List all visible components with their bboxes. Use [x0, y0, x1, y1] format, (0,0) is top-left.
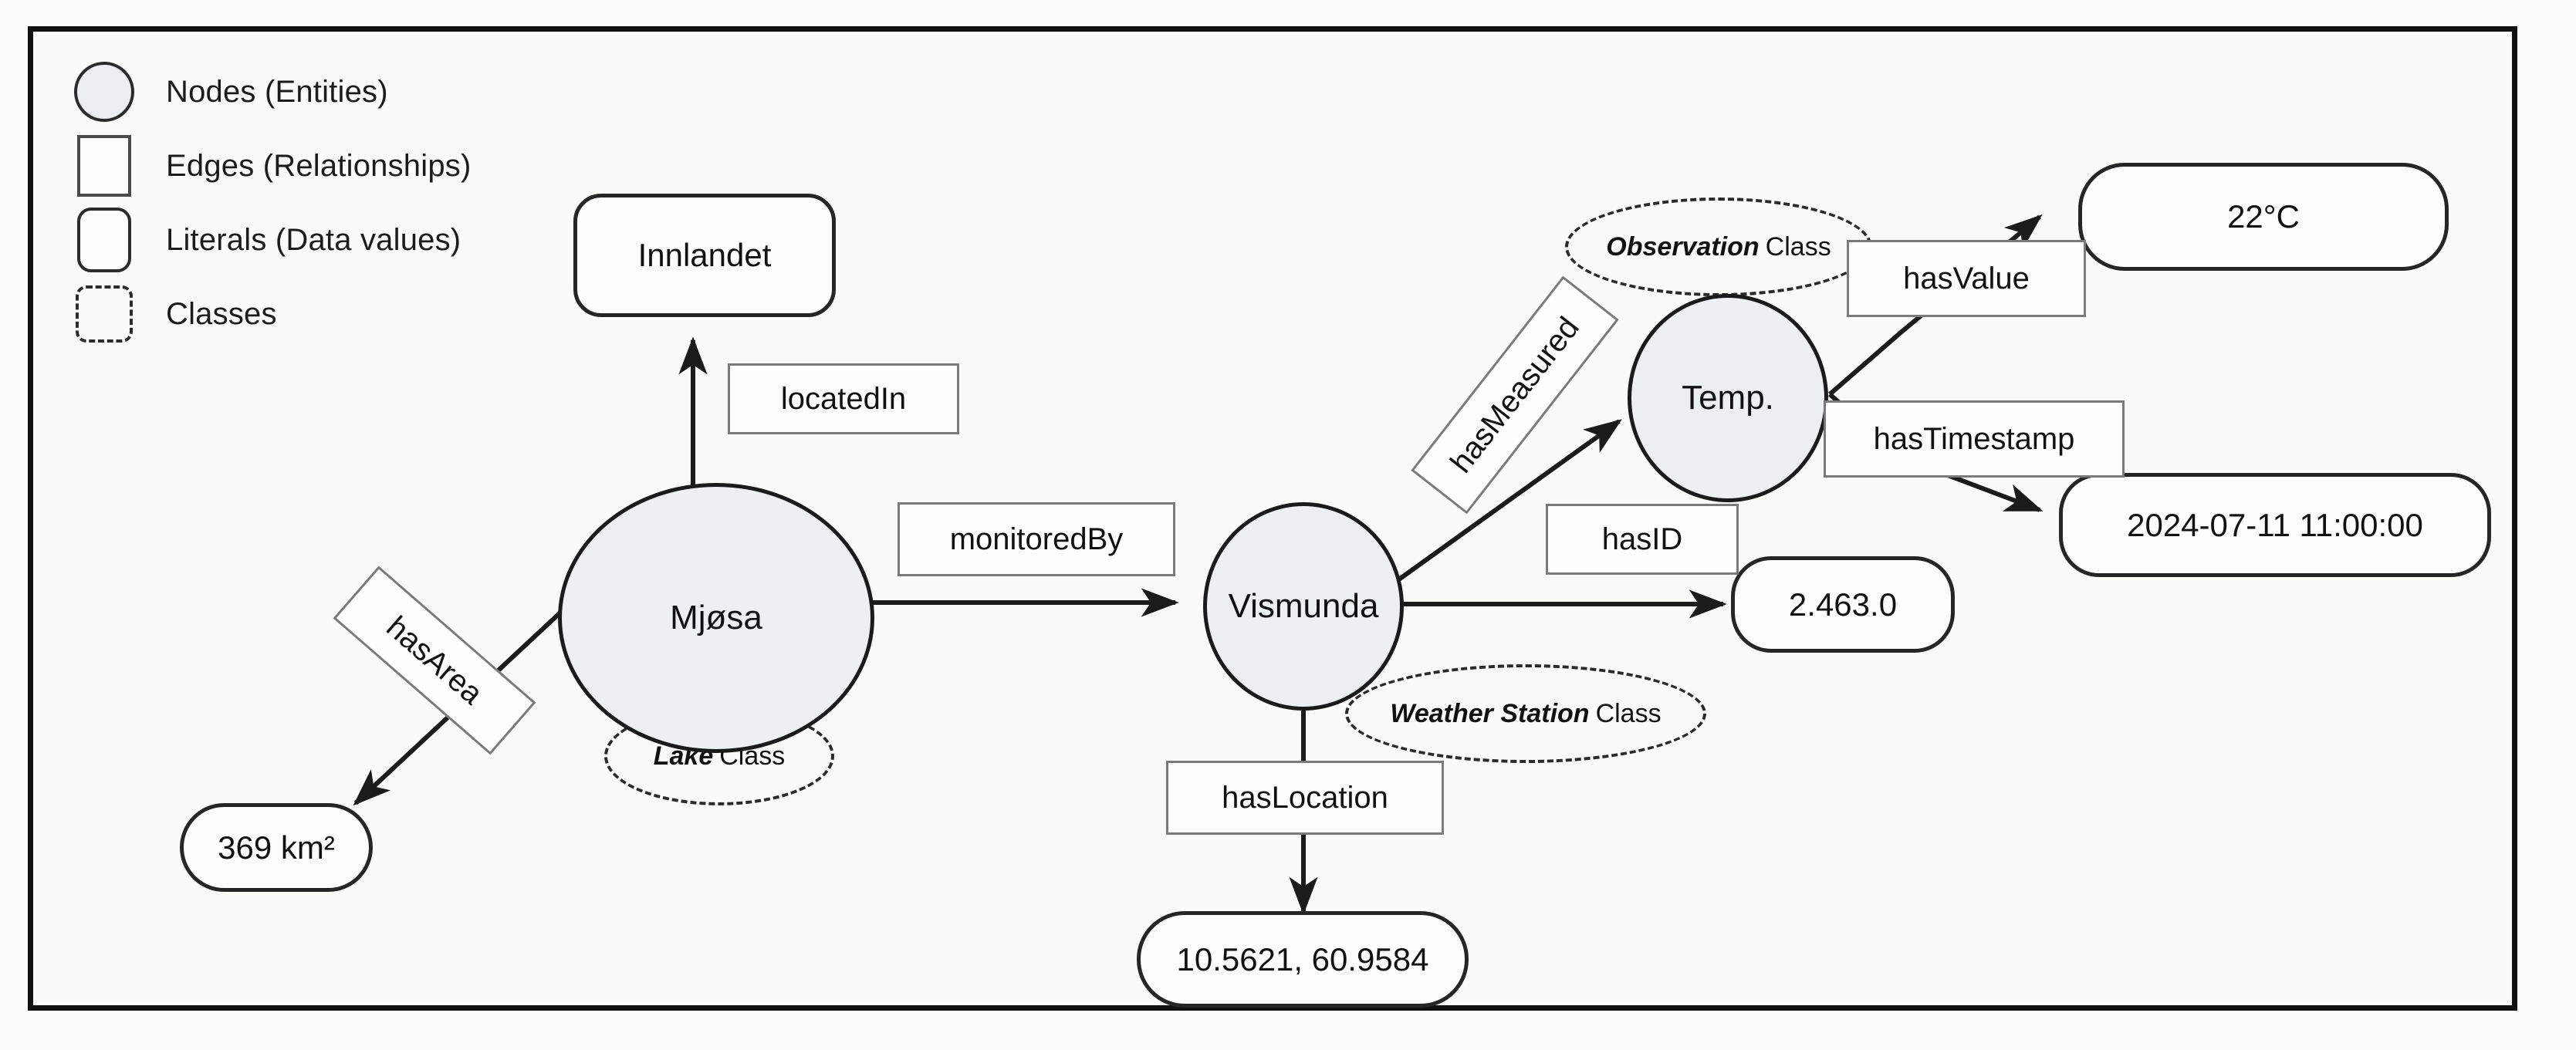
literal-value-area: 369 km² — [218, 829, 335, 866]
legend-label-literals: Literals (Data values) — [166, 222, 461, 257]
class-badge-observation: Observation Class — [1565, 198, 1872, 296]
literal-coords[interactable]: 10.5621, 60.9584 — [1137, 911, 1469, 1008]
node-mjosa[interactable]: Mjøsa — [558, 483, 874, 753]
node-label-vismunda: Vismunda — [1228, 587, 1379, 625]
legend: Nodes (Entities) Edges (Relationships) L… — [69, 55, 609, 351]
class-suffix-observation: Class — [1765, 231, 1831, 262]
legend-label-edges: Edges (Relationships) — [166, 148, 472, 183]
node-temp[interactable]: Temp. — [1628, 294, 1828, 502]
literal-temp-value[interactable]: 22°C — [2078, 163, 2449, 271]
literal-value-coords: 10.5621, 60.9584 — [1176, 940, 1429, 977]
edge-text-hasTimestamp: hasTimestamp — [1873, 421, 2075, 456]
literal-value-station-id: 2.463.0 — [1788, 586, 1898, 623]
node-vismunda[interactable]: Vismunda — [1203, 502, 1404, 711]
class-name-weather-station: Weather Station — [1390, 698, 1590, 728]
legend-item-literals: Literals (Data values) — [69, 203, 609, 277]
edge-text-locatedIn: locatedIn — [780, 381, 907, 416]
class-name-observation: Observation — [1606, 231, 1760, 262]
legend-item-edges: Edges (Relationships) — [69, 129, 609, 203]
diagram-frame: Nodes (Entities) Edges (Relationships) L… — [28, 26, 2517, 1011]
square-edge-icon — [69, 135, 140, 197]
node-label-temp: Temp. — [1682, 379, 1774, 417]
literal-value-temp: 22°C — [2227, 198, 2300, 235]
literal-area[interactable]: 369 km² — [180, 803, 373, 892]
legend-label-nodes: Nodes (Entities) — [166, 74, 388, 109]
edge-text-hasLocation: hasLocation — [1222, 780, 1388, 815]
edge-line-hasMeasured — [1371, 419, 1622, 601]
edge-label-hasTimestamp[interactable]: hasTimestamp — [1824, 400, 2125, 478]
edge-text-monitoredBy: monitoredBy — [949, 522, 1124, 556]
edge-label-hasID[interactable]: hasID — [1546, 504, 1739, 575]
edge-text-hasID: hasID — [1601, 522, 1683, 556]
edge-label-locatedIn[interactable]: locatedIn — [728, 363, 959, 434]
circle-node-icon — [69, 62, 140, 122]
legend-label-classes: Classes — [166, 296, 277, 331]
legend-item-classes: Classes — [69, 277, 609, 351]
literal-value-innlandet: Innlandet — [637, 237, 772, 273]
dashed-class-icon — [69, 285, 140, 343]
rounded-literal-icon — [69, 208, 140, 272]
class-suffix-weather-station: Class — [1595, 698, 1662, 728]
class-badge-weather-station: Weather Station Class — [1345, 664, 1706, 763]
literal-station-id[interactable]: 2.463.0 — [1731, 556, 1955, 653]
edge-text-hasValue: hasValue — [1903, 261, 2030, 295]
edge-label-hasLocation[interactable]: hasLocation — [1166, 761, 1444, 835]
literal-innlandet[interactable]: Innlandet — [573, 194, 836, 317]
literal-timestamp[interactable]: 2024-07-11 11:00:00 — [2059, 473, 2491, 577]
literal-value-timestamp: 2024-07-11 11:00:00 — [2127, 506, 2423, 543]
edge-label-monitoredBy[interactable]: monitoredBy — [898, 502, 1175, 576]
node-label-mjosa: Mjøsa — [670, 599, 762, 636]
legend-item-nodes: Nodes (Entities) — [69, 55, 609, 129]
edge-label-hasValue[interactable]: hasValue — [1847, 240, 2086, 317]
